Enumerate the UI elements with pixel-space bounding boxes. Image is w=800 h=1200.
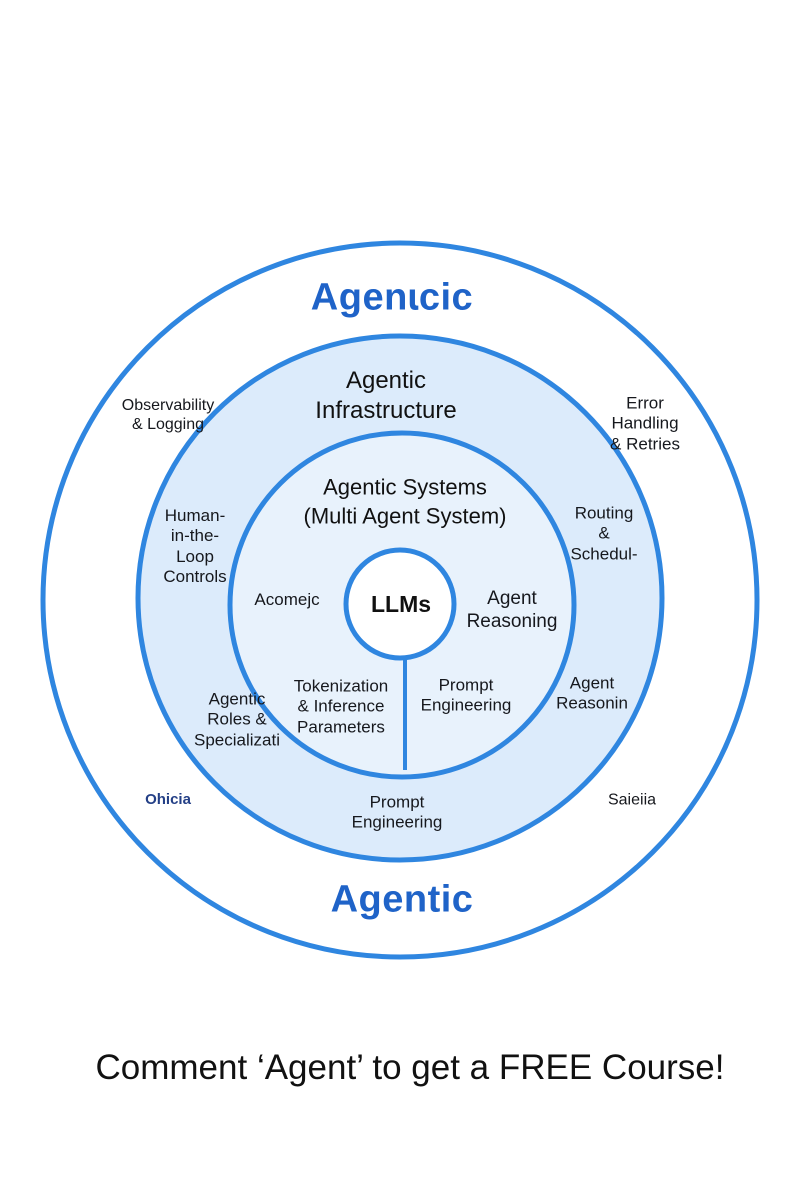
- call-to-action: Comment ‘Agent’ to get a FREE Course!: [95, 1048, 725, 1087]
- infra-prompt-engineering-label: Prompt Engineering: [351, 792, 443, 832]
- outer-bottom-right-label: Saieiia: [607, 791, 657, 809]
- tokenization-label: Tokenization & Inference Parameters: [293, 676, 389, 737]
- error-handling-label: Error Handling & Retries: [610, 393, 680, 454]
- infra-agent-reasoning-label: Agent Reasonin: [556, 673, 628, 713]
- human-in-loop-label: Human- in-the- Loop Controls: [163, 506, 227, 587]
- llm-core-circle: [343, 547, 457, 661]
- llms-label: LLMs: [370, 591, 432, 618]
- roles-label: Agentic Roles & Specializati: [194, 689, 280, 750]
- outer-title-bottom: Agentic: [330, 878, 474, 921]
- systems-prompt-engineering-label: Prompt Engineering: [420, 675, 512, 715]
- routing-label: Routing & Schedul-: [570, 503, 638, 564]
- outer-title-top: Agenɩcic: [310, 276, 474, 319]
- observability-label: Observability & Logging: [121, 396, 215, 433]
- systems-title: Agentic Systems (Multi Agent System): [303, 474, 507, 528]
- outer-bottom-left-label: Ohicia: [145, 791, 191, 808]
- infrastructure-title: Agentic Infrastructure: [315, 367, 457, 424]
- systems-agent-reasoning-label: Agent Reasoning: [466, 588, 558, 632]
- systems-left-label: Acomejc: [254, 589, 320, 609]
